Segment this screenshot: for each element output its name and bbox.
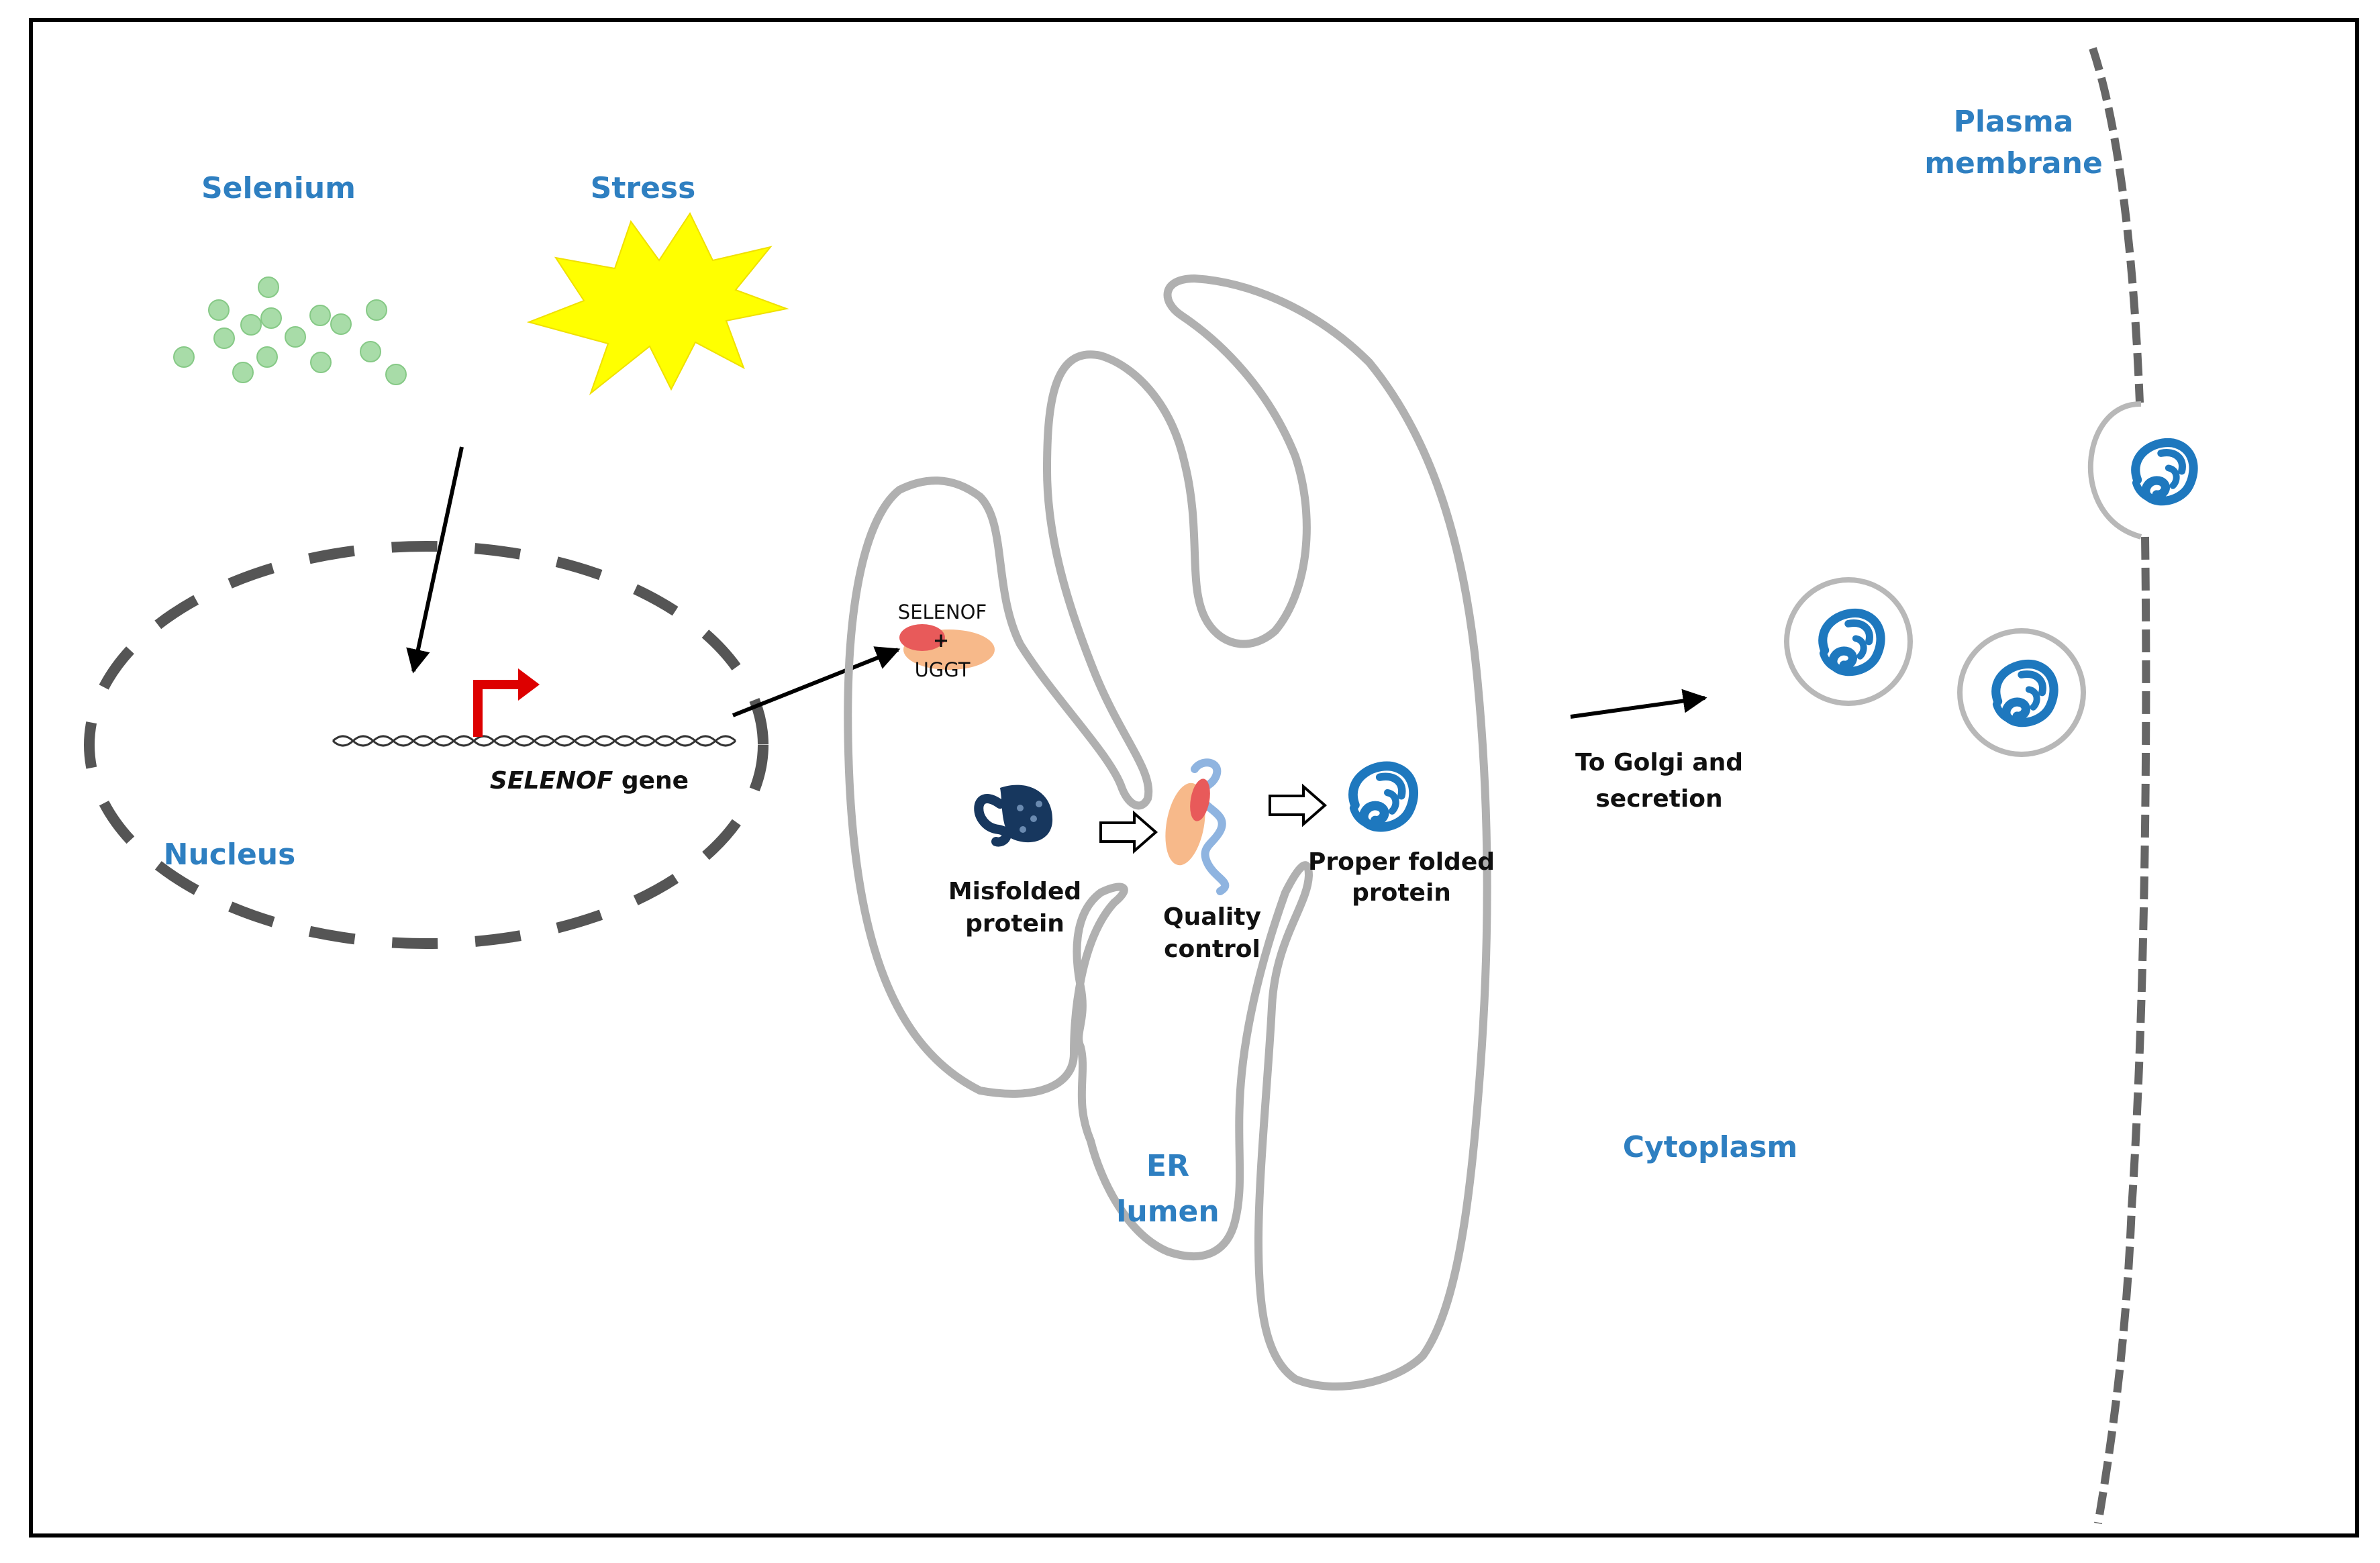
exocytosis-vesicle-membrane bbox=[2088, 401, 2142, 540]
golgi-arrow bbox=[1570, 689, 1707, 719]
nucleus-label: Nucleus bbox=[164, 838, 296, 872]
misfolded-label-1: Misfolded bbox=[948, 878, 1081, 905]
er-membrane bbox=[844, 274, 1491, 1391]
stress-label: Stress bbox=[591, 171, 696, 205]
quality-label-2: control bbox=[1164, 936, 1260, 963]
secreted-protein-icon bbox=[2136, 442, 2193, 501]
folded-protein-icon bbox=[1353, 766, 1414, 827]
misfolded-protein-icon bbox=[974, 785, 1053, 847]
golgi-label-1: To Golgi and bbox=[1575, 749, 1743, 776]
plasma-label-1: Plasma bbox=[1954, 105, 2074, 139]
selenium-label: Selenium bbox=[201, 171, 356, 205]
selenof-label: SELENOF bbox=[898, 601, 987, 623]
stress-star-icon bbox=[526, 211, 789, 395]
misfolded-label-2: protein bbox=[965, 910, 1064, 938]
complex-plus: + bbox=[933, 629, 949, 652]
plasma-membrane bbox=[2089, 47, 2150, 1524]
plasma-label-2: membrane bbox=[1924, 146, 2103, 181]
uggt-label: UGGT bbox=[915, 658, 971, 681]
input-arrow bbox=[406, 446, 464, 674]
gene-label: SELENOF gene bbox=[490, 767, 689, 795]
gene-suffix: gene bbox=[613, 767, 689, 795]
promoter-arrow-icon bbox=[473, 668, 540, 737]
proper-label-1: Proper folded bbox=[1308, 848, 1495, 876]
quality-control-icon bbox=[1165, 758, 1230, 895]
er-lumen-label-1: ER bbox=[1146, 1149, 1189, 1183]
vesicle-icon bbox=[1957, 628, 2086, 757]
selenium-dots-icon bbox=[173, 276, 407, 385]
quality-label-1: Quality bbox=[1163, 903, 1261, 931]
cytoplasm-label: Cytoplasm bbox=[1623, 1130, 1798, 1164]
folding-arrow-2 bbox=[1269, 783, 1328, 827]
proper-label-2: protein bbox=[1352, 879, 1451, 907]
gene-to-er-arrow bbox=[732, 646, 901, 717]
selenof-blob bbox=[899, 624, 945, 651]
figure-frame bbox=[29, 18, 2359, 1537]
golgi-label-2: secretion bbox=[1595, 785, 1722, 813]
nucleus-membrane bbox=[84, 541, 768, 949]
vesicle-icon bbox=[1784, 577, 1913, 706]
dna-strand-icon bbox=[332, 735, 737, 747]
folding-arrow-1 bbox=[1099, 810, 1158, 854]
er-lumen-label-2: lumen bbox=[1116, 1195, 1219, 1229]
gene-name: SELENOF bbox=[490, 767, 613, 795]
